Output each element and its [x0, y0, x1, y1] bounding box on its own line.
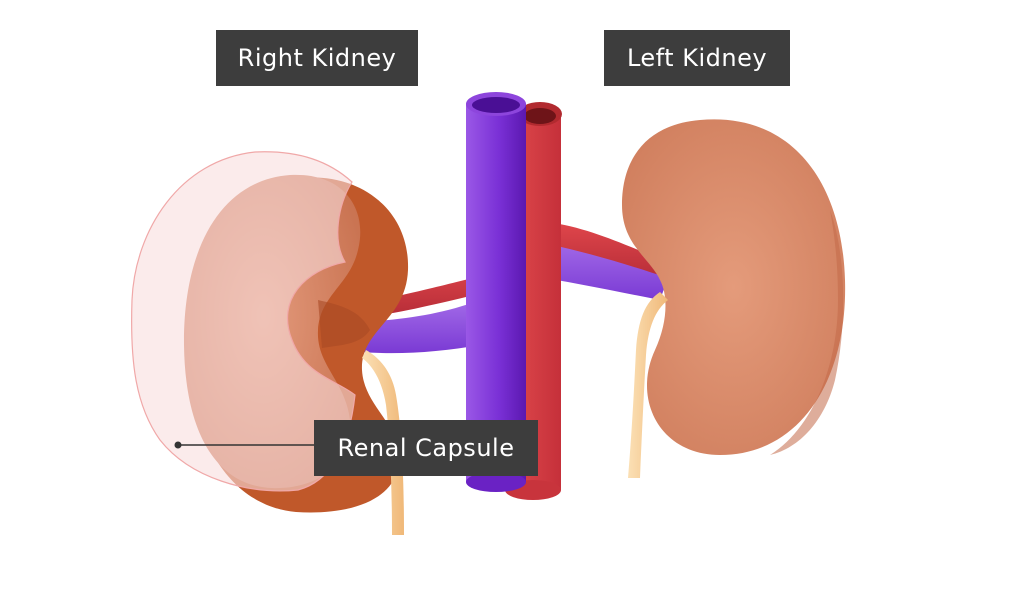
left-renal-vessels — [528, 222, 668, 300]
left-kidney-body — [622, 119, 846, 456]
left-kidney — [622, 119, 846, 456]
right-kidney-label: Right Kidney — [216, 30, 418, 86]
capsule-pointer-dot — [174, 441, 182, 449]
right-renal-vein — [360, 300, 480, 354]
right-ureter — [362, 350, 404, 535]
right-kidney-hilum — [318, 300, 370, 348]
left-ureter — [628, 292, 668, 478]
left-kidney-label: Left Kidney — [604, 30, 790, 86]
left-renal-artery — [548, 222, 668, 282]
renal-capsule-label: Renal Capsule — [314, 420, 538, 476]
left-renal-vein — [528, 240, 668, 300]
inferior-vena-cava — [466, 92, 526, 492]
